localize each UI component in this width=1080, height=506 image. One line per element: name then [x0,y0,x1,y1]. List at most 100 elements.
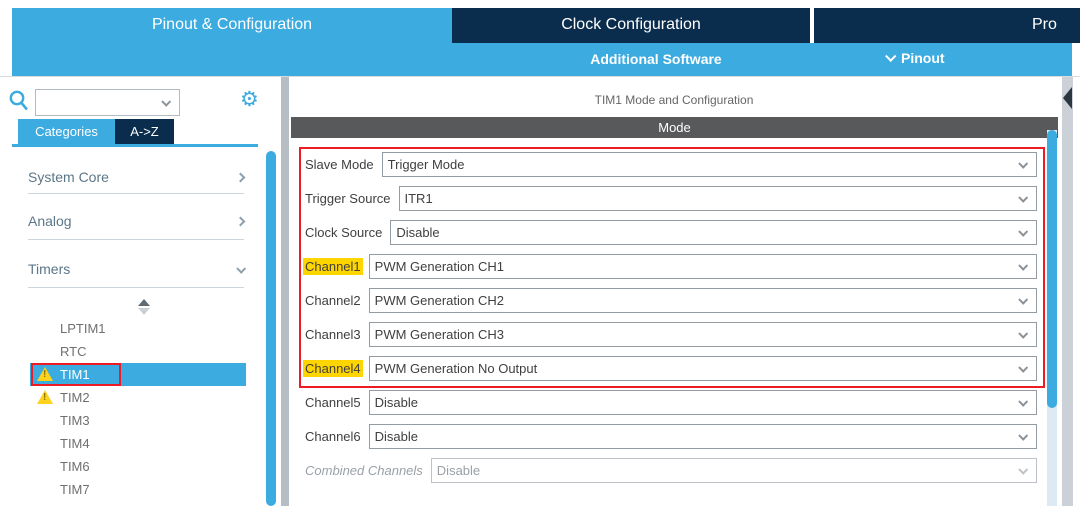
pinout-view-dropdown[interactable]: Pinout [885,50,945,66]
category-label: Timers [28,261,71,277]
chevron-down-icon [1018,226,1029,237]
channel2-label: Channel2 [305,293,361,308]
sidebar-item-label: TIM3 [60,413,90,428]
chevron-down-icon [1018,362,1029,373]
sidebar-item-label: TIM1 [60,367,90,382]
tab-project-manager[interactable]: Pro [814,8,1080,43]
chevron-right-icon [235,172,246,182]
channel4-value: PWM Generation No Output [374,361,538,376]
tab-a-to-z[interactable]: A->Z [115,119,174,144]
additional-software-button[interactable]: Additional Software [590,51,722,67]
clock-source-select[interactable]: Disable [390,220,1037,245]
field-row-clock-source: Clock Source Disable [303,220,1037,245]
sidebar-item-label: TIM6 [60,459,90,474]
sort-toggle[interactable] [138,299,152,315]
sidebar-item-label: TIM2 [60,390,90,405]
sidebar-item-label: RTC [60,344,87,359]
panel-splitter[interactable] [281,77,289,506]
channel5-value: Disable [374,395,419,410]
tab-clock-configuration[interactable]: Clock Configuration [452,8,812,43]
category-label: System Core [28,169,109,185]
chevron-down-icon [236,263,247,274]
field-row-channel3: Channel3 PWM Generation CH3 [303,322,1037,347]
field-row-channel6: Channel6 Disable [303,424,1037,449]
trigger-source-value: ITR1 [404,191,433,206]
chevron-down-icon [1018,328,1029,339]
panel-collapse-arrow-icon[interactable] [1063,87,1072,109]
sidebar-item-tim1[interactable]: TIM1 [30,363,246,386]
sidebar-scrollbar[interactable] [266,151,276,506]
divider [28,239,244,240]
warning-icon [37,367,53,381]
sidebar-item-tim7[interactable]: TIM7 [30,478,246,501]
chevron-down-icon[interactable] [161,96,172,107]
gear-icon[interactable]: ⚙ [240,87,259,111]
sidebar-item-label: TIM4 [60,436,90,451]
chevron-down-icon [1018,464,1029,475]
panel-title: TIM1 Mode and Configuration [594,93,754,107]
tab-label: Pro [1032,16,1057,33]
channel5-label: Channel5 [305,395,361,410]
right-panel-splitter[interactable] [1062,77,1073,506]
combined-channels-value: Disable [436,463,481,478]
combined-channels-label: Combined Channels [305,463,423,478]
sidebar-item-analog[interactable]: Analog [28,208,246,234]
channel3-label: Channel3 [305,327,361,342]
divider [28,287,244,288]
trigger-source-select[interactable]: ITR1 [398,186,1037,211]
slave-mode-select[interactable]: Trigger Mode [381,152,1037,177]
chevron-right-icon [235,216,246,226]
content-divider-line [0,76,1080,77]
divider [28,193,244,194]
channel5-select[interactable]: Disable [368,390,1037,415]
channel3-select[interactable]: PWM Generation CH3 [368,322,1037,347]
search-input[interactable] [38,92,156,113]
channel6-label: Channel6 [305,429,361,444]
pinout-dropdown-label: Pinout [901,50,945,66]
sidebar-item-tim2[interactable]: TIM2 [30,386,246,409]
tab-pinout-configuration[interactable]: Pinout & Configuration [12,8,452,44]
slave-mode-value: Trigger Mode [387,157,465,172]
categories-tab-underline [12,144,258,147]
chevron-down-icon [1018,430,1029,441]
clock-source-label: Clock Source [305,225,383,240]
channel4-select[interactable]: PWM Generation No Output [368,356,1037,381]
chevron-down-icon [1018,260,1029,271]
sidebar-item-timers[interactable]: Timers [28,256,247,282]
channel2-value: PWM Generation CH2 [374,293,504,308]
ip-search-combobox[interactable] [35,89,180,116]
sidebar-item-lptim1[interactable]: LPTIM1 [30,317,246,340]
category-label: Analog [28,213,72,229]
sidebar-item-tim3[interactable]: TIM3 [30,409,246,432]
channel2-select[interactable]: PWM Generation CH2 [368,288,1037,313]
sidebar-item-label: LPTIM1 [60,321,106,336]
main-scrollbar-thumb[interactable] [1047,130,1057,408]
sort-down-icon [138,308,150,315]
chevron-down-icon [1018,158,1029,169]
channel6-select[interactable]: Disable [368,424,1037,449]
field-row-channel5: Channel5 Disable [303,390,1037,415]
channel1-label: Channel1 [303,258,363,275]
channel1-value: PWM Generation CH1 [374,259,504,274]
clock-source-value: Disable [396,225,440,240]
sidebar-item-rtc[interactable]: RTC [30,340,246,363]
trigger-source-label: Trigger Source [305,191,391,206]
sidebar-item-label: TIM7 [60,482,90,497]
channel6-value: Disable [374,429,419,444]
sidebar-item-tim4[interactable]: TIM4 [30,432,246,455]
sidebar-item-system-core[interactable]: System Core [28,164,246,190]
channel1-select[interactable]: PWM Generation CH1 [368,254,1037,279]
channel4-label: Channel4 [303,360,363,377]
chevron-down-icon [1018,396,1029,407]
field-row-channel4: Channel4 PWM Generation No Output [303,356,1037,381]
tab-categories[interactable]: Categories [18,119,115,144]
warning-icon [37,390,53,404]
search-icon [9,90,28,111]
sidebar-item-tim6[interactable]: TIM6 [30,455,246,478]
mode-section-header: Mode [291,117,1058,138]
sub-toolbar [12,43,1072,76]
